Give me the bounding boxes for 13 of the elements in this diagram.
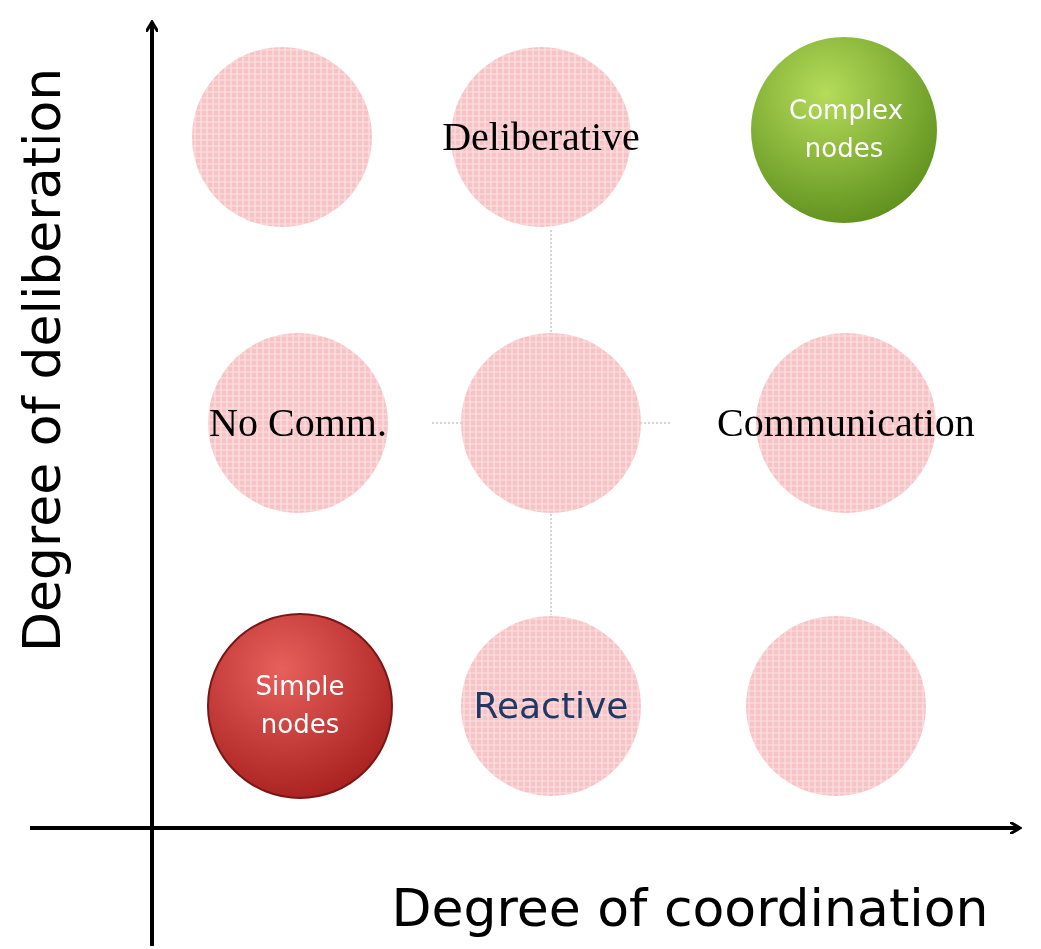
circle-node [751, 37, 937, 223]
circle-node [208, 614, 392, 798]
node-label: Reactive [473, 683, 629, 728]
circle-node [192, 47, 372, 227]
axis-title: Degree of coordination [390, 878, 990, 938]
node-label: No Comm. [209, 399, 387, 447]
circle-node [746, 616, 926, 796]
axis-title: Degree of deliberation [12, 66, 72, 655]
circle-node [461, 616, 641, 796]
node-label: Simple nodes [254, 670, 346, 741]
node-label: Communication [717, 399, 975, 447]
node-label: Deliberative [442, 113, 640, 161]
circle-node [461, 333, 641, 513]
